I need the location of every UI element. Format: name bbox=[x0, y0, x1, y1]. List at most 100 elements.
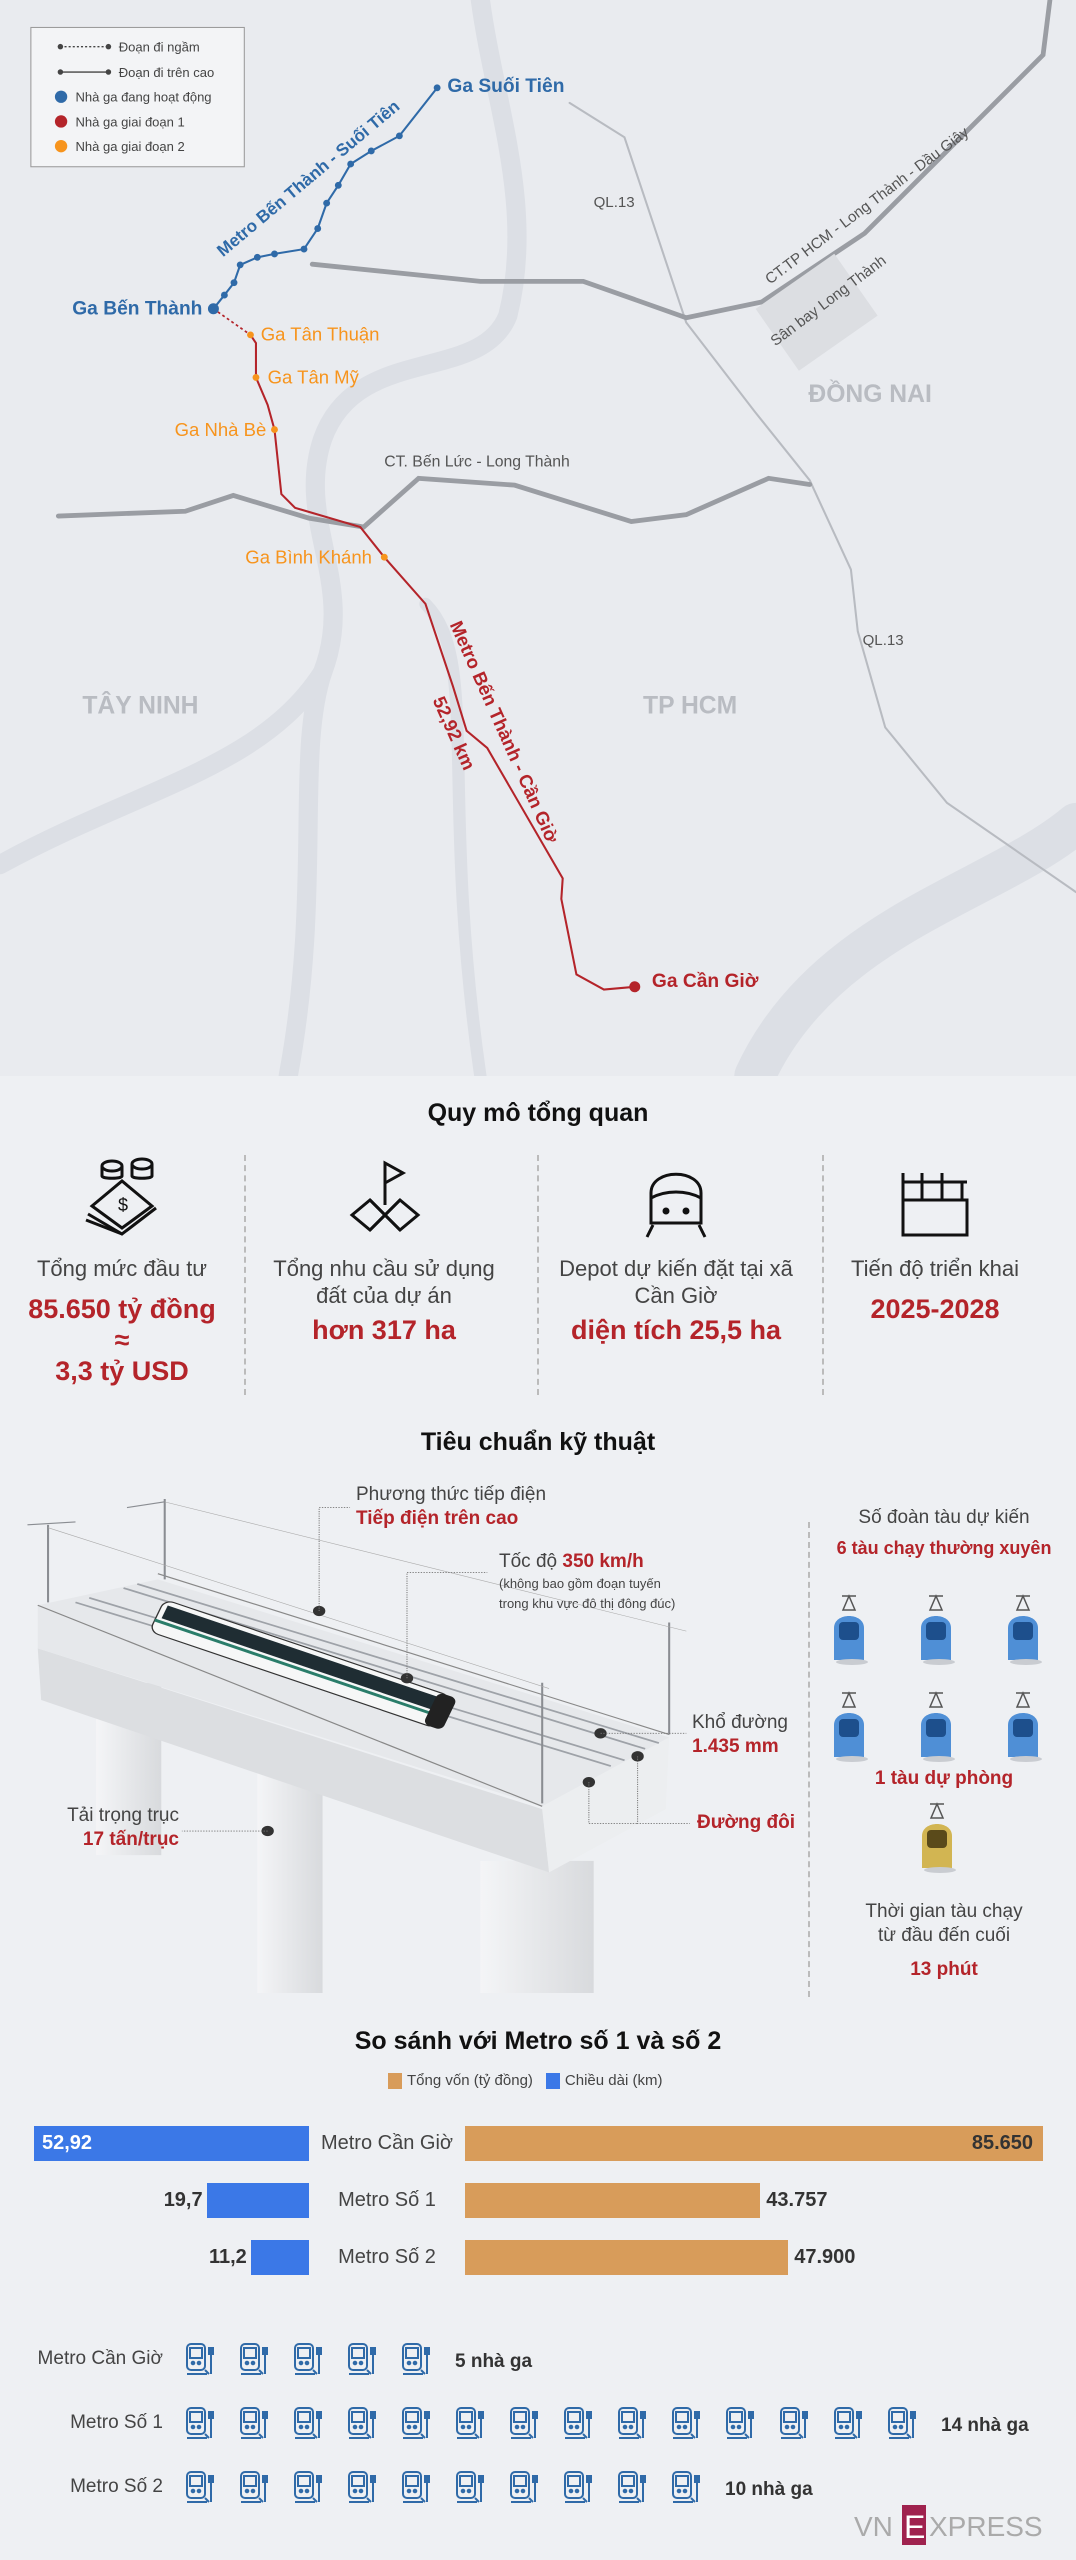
station-icon bbox=[401, 2342, 434, 2381]
callout-speed: Tốc độ 350 km/h (không bao gồm đoạn tuyế… bbox=[499, 1550, 675, 1614]
station-count: 5 nhà ga bbox=[455, 2350, 533, 2372]
divider bbox=[537, 1155, 539, 1395]
region-dong-nai: ĐỒNG NAI bbox=[808, 380, 931, 408]
bar-capital bbox=[465, 2183, 761, 2218]
station-icon bbox=[347, 2470, 380, 2509]
overview-value: diện tích 25,5 ha bbox=[570, 1315, 782, 1345]
bar-capital bbox=[465, 2126, 1043, 2161]
land-flag-icon bbox=[349, 1160, 421, 1233]
axle-label: Tải trọng trục bbox=[67, 1805, 179, 1826]
station-row: 10 nhà ga bbox=[185, 2470, 813, 2509]
road-expressway-dau-giay bbox=[309, 0, 1053, 321]
time-label: từ đầu đến cuối bbox=[877, 1925, 1011, 1946]
overview-item-depot: Depot dự kiến đặt tại xã Cần Giờ diện tí… bbox=[551, 1255, 801, 1346]
station-icon bbox=[509, 2406, 542, 2445]
speed-label: Tốc độ bbox=[499, 1551, 558, 1572]
train bbox=[151, 1601, 456, 1729]
chart-legend: Tổng vốn (tỷ đồng) Chiều dài (km) bbox=[388, 2072, 662, 2089]
station-icon bbox=[293, 2342, 326, 2381]
divider bbox=[244, 1155, 246, 1395]
train-icon bbox=[830, 1691, 868, 1768]
expressway2-label: CT. Bến Lức - Long Thành bbox=[384, 454, 570, 471]
station-icon bbox=[725, 2406, 758, 2445]
bar-length bbox=[206, 2183, 309, 2218]
station-row-label: Metro Cần Giờ bbox=[37, 2348, 163, 2369]
divider bbox=[808, 1522, 810, 1997]
bar-length-value: 11,2 bbox=[208, 2246, 247, 2268]
road-ql13 bbox=[568, 101, 1076, 894]
blue-dot-icon bbox=[54, 90, 68, 103]
station-icon bbox=[239, 2406, 272, 2445]
station-count: 14 nhà ga bbox=[941, 2414, 1029, 2436]
viaduct-illustration bbox=[27, 1498, 690, 1993]
station-can-gio-dot bbox=[629, 981, 641, 993]
vnexpress-logo: VN E XPRESS bbox=[854, 2505, 1043, 2545]
phase2-stations bbox=[247, 331, 388, 561]
legend-item: Nhà ga giai đoạn 2 bbox=[75, 139, 184, 154]
station-icon bbox=[185, 2470, 218, 2509]
divider bbox=[822, 1155, 824, 1395]
reserve-value: 1 tàu dự phòng bbox=[874, 1768, 1014, 1789]
road-ql13-label: QL.13 bbox=[863, 632, 904, 649]
time-label: Thời gian tàu chạy bbox=[865, 1901, 1023, 1922]
train-icon bbox=[1004, 1691, 1042, 1768]
bar-length-value: 19,7 bbox=[163, 2189, 203, 2211]
track-value: Đường đôi bbox=[697, 1812, 795, 1833]
station-tan-thuan: Ga Tân Thuận bbox=[261, 323, 380, 344]
overview-title: Quy mô tổng quan bbox=[427, 1099, 649, 1127]
red-dot-icon bbox=[54, 115, 68, 128]
overview-value: 2025-2028 bbox=[870, 1294, 1000, 1324]
station-icon bbox=[779, 2406, 812, 2445]
station-icon bbox=[617, 2470, 650, 2509]
orange-dot-icon bbox=[54, 139, 68, 153]
train-front-icon bbox=[645, 1172, 707, 1238]
station-icon bbox=[509, 2470, 542, 2509]
station-icon bbox=[563, 2406, 596, 2445]
legend-label: Tổng vốn (tỷ đồng) bbox=[407, 2072, 533, 2089]
reserve-train-icon bbox=[918, 1802, 956, 1879]
station-suoi-tien: Ga Suối Tiên bbox=[447, 76, 564, 97]
station-icon bbox=[347, 2406, 380, 2445]
solid-line-icon bbox=[57, 69, 112, 75]
station-icon bbox=[401, 2406, 434, 2445]
bar-length bbox=[34, 2126, 309, 2161]
station-icon bbox=[401, 2470, 434, 2509]
station-tan-my: Ga Tân Mỹ bbox=[268, 367, 360, 388]
overview-label: Depot dự kiến đặt tại xã Cần Giờ bbox=[559, 1256, 793, 1308]
operating-stations bbox=[207, 84, 441, 315]
station-icon bbox=[239, 2470, 272, 2509]
money-icon: $ bbox=[85, 1157, 157, 1236]
overview-label: Tổng nhu cầu sử dụng đất của dự án bbox=[273, 1256, 495, 1308]
station-icon bbox=[617, 2406, 650, 2445]
station-icon bbox=[239, 2342, 272, 2381]
train-icon bbox=[830, 1594, 868, 1671]
station-row: 14 nhà ga bbox=[185, 2406, 1029, 2445]
speed-value: 350 km/h bbox=[562, 1551, 644, 1572]
regular-trains bbox=[830, 1594, 1070, 1768]
station-icon bbox=[347, 2342, 380, 2381]
region-tay-ninh: TÂY NINH bbox=[82, 692, 198, 720]
station-row-label: Metro Số 1 bbox=[70, 2412, 163, 2433]
station-row-label: Metro Số 2 bbox=[70, 2476, 163, 2497]
bar-capital bbox=[465, 2240, 789, 2275]
bar-length-value: 52,92 bbox=[42, 2132, 93, 2154]
station-icon bbox=[671, 2406, 704, 2445]
callout-gauge: Khổ đường 1.435 mm bbox=[692, 1711, 788, 1759]
callout-power: Phương thức tiếp điện Tiếp điện trên cao bbox=[356, 1483, 546, 1531]
legend-swatch-length bbox=[545, 2072, 560, 2089]
overview-value: 3,3 tỷ USD bbox=[55, 1356, 189, 1386]
legend-item: Đoạn đi trên cao bbox=[119, 65, 215, 80]
bar-category-label: Metro Số 2 bbox=[338, 2246, 436, 2268]
speed-note: (không bao gồm đoạn tuyến bbox=[499, 1576, 661, 1591]
station-icon bbox=[833, 2406, 866, 2445]
power-label: Phương thức tiếp điện bbox=[356, 1484, 547, 1505]
legend-item: Đoạn đi ngầm bbox=[119, 39, 200, 54]
legend-item: Nhà ga giai đoạn 1 bbox=[75, 114, 184, 129]
bar-capital-value: 85.650 bbox=[971, 2132, 1033, 2154]
trains-label: Số đoàn tàu dự kiến bbox=[858, 1507, 1030, 1528]
road-ql13-label: QL.13 bbox=[594, 194, 635, 211]
time-value: 13 phút bbox=[910, 1959, 978, 1980]
deck-side bbox=[37, 1648, 550, 1873]
gauge-value: 1.435 mm bbox=[692, 1736, 779, 1757]
train-icon bbox=[917, 1691, 955, 1768]
